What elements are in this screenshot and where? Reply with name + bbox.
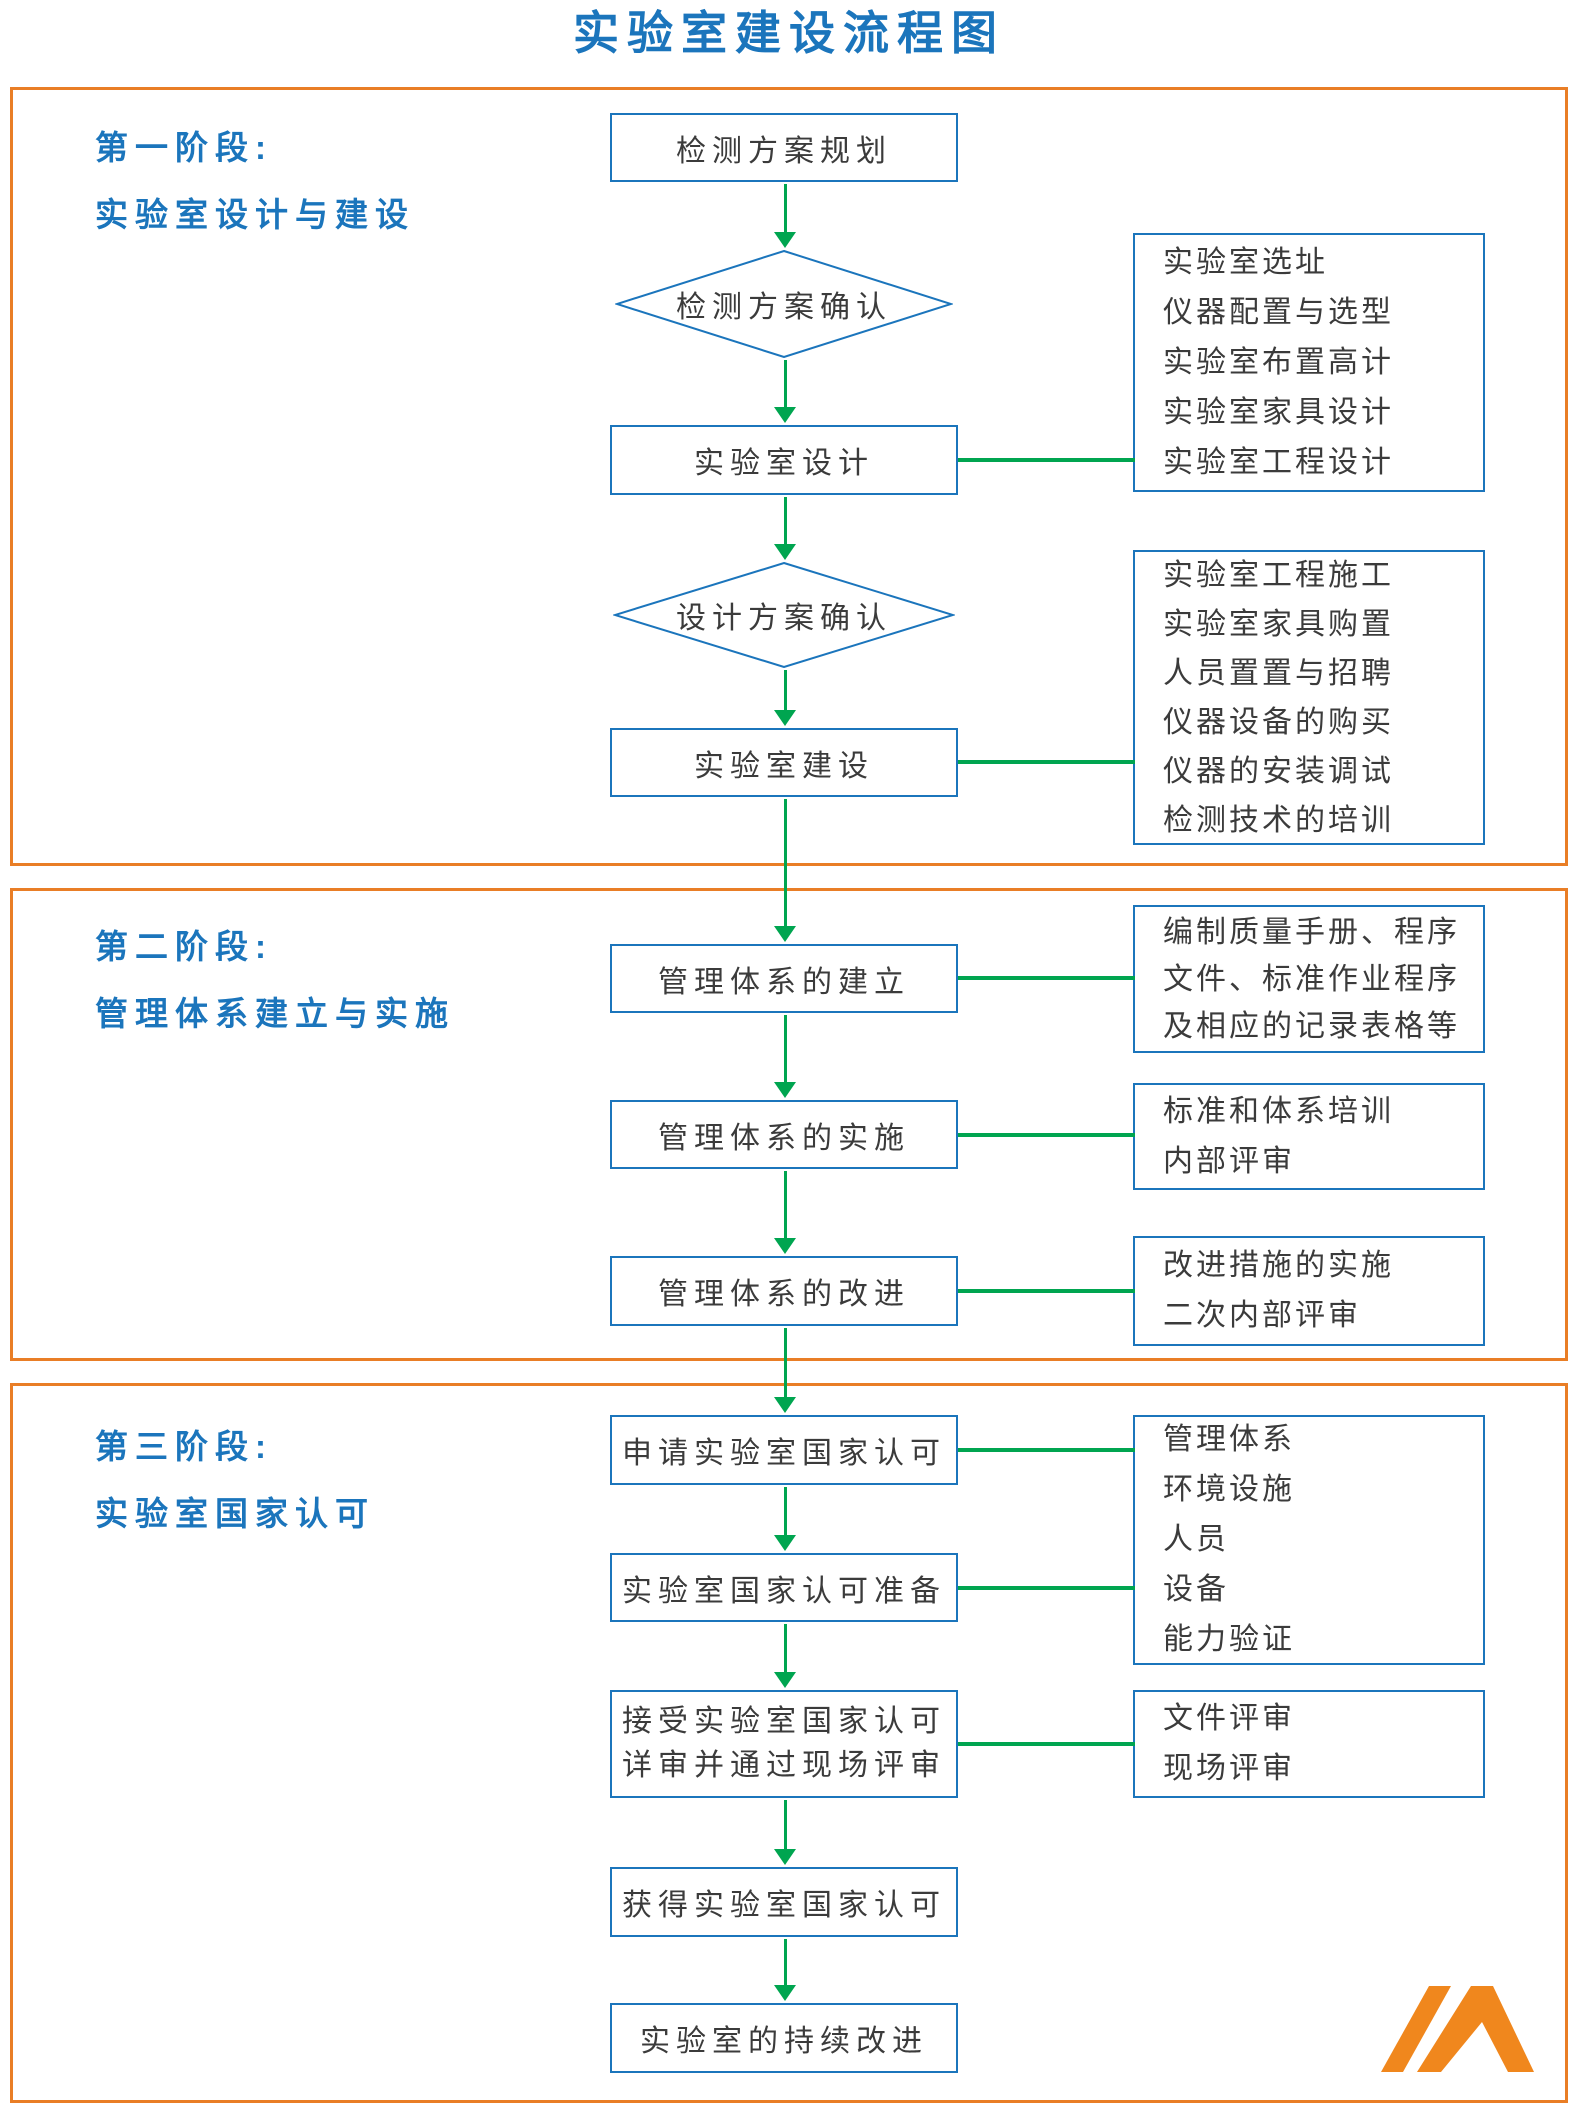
note-line: 仪器配置与选型 bbox=[1163, 295, 1394, 329]
stage1-label-line1: 第一阶段: bbox=[95, 129, 273, 166]
flow-box-system-improve: 管理体系的改进 bbox=[610, 1256, 958, 1326]
note-line: 人员置置与招聘 bbox=[1163, 656, 1394, 690]
orange-m-logo-icon bbox=[1381, 1986, 1534, 2072]
flow-box-system-implement: 管理体系的实施 bbox=[610, 1100, 958, 1169]
note-connector-line bbox=[958, 1133, 1135, 1137]
flow-box-system-establish: 管理体系的建立 bbox=[610, 944, 958, 1013]
stage1-label-line2: 实验室设计与建设 bbox=[95, 196, 415, 233]
decision-label-plan-confirm: 检测方案确认 bbox=[676, 291, 892, 324]
flow-box-plan: 检测方案规划 bbox=[610, 113, 958, 182]
decision-diamond-design-confirm bbox=[613, 562, 955, 668]
stage3-label-line2: 实验室国家认可 bbox=[95, 1495, 375, 1532]
note-line: 检测技术的培训 bbox=[1163, 803, 1394, 837]
note-box-design-items: 实验室选址仪器配置与选型实验室布置高计实验室家具设计实验室工程设计 bbox=[1133, 233, 1485, 492]
flow-arrowhead-icon bbox=[774, 710, 796, 726]
note-line: 人员 bbox=[1163, 1523, 1229, 1556]
flow-arrowhead-icon bbox=[774, 1985, 796, 2001]
flow-box-obtain-accreditation: 获得实验室国家认可 bbox=[610, 1867, 958, 1937]
flow-arrowhead-icon bbox=[774, 1535, 796, 1551]
note-line: 环境设施 bbox=[1163, 1473, 1295, 1506]
decision-diamond-plan-confirm bbox=[615, 250, 953, 358]
flow-arrowhead-icon bbox=[774, 232, 796, 248]
flow-arrowhead-icon bbox=[774, 1849, 796, 1865]
flow-box-lab-design: 实验室设计 bbox=[610, 425, 958, 495]
note-connector-line bbox=[958, 1289, 1135, 1293]
flow-arrow-line bbox=[784, 1939, 787, 1985]
note-box-accreditation-items: 管理体系环境设施人员设备能力验证 bbox=[1133, 1415, 1485, 1665]
flow-box-continuous-improve: 实验室的持续改进 bbox=[610, 2003, 958, 2073]
note-connector-line bbox=[958, 458, 1135, 462]
note-connector-line bbox=[958, 1586, 1135, 1590]
note-line: 设备 bbox=[1163, 1573, 1229, 1606]
stage2-section-border bbox=[10, 888, 1568, 1361]
flow-box-lab-build: 实验室建设 bbox=[610, 728, 958, 797]
note-box-build-items: 实验室工程施工实验室家具购置人员置置与招聘仪器设备的购买仪器的安装调试检测技术的… bbox=[1133, 550, 1485, 845]
note-line: 实验室家具设计 bbox=[1163, 395, 1394, 429]
stage2-label-line2: 管理体系建立与实施 bbox=[95, 995, 455, 1032]
note-line: 改进措施的实施 bbox=[1163, 1249, 1394, 1282]
note-box-establish-items: 编制质量手册、程序文件、标准作业程序及相应的记录表格等 bbox=[1133, 905, 1485, 1053]
note-line: 仪器的安装调试 bbox=[1163, 754, 1394, 788]
note-box-review-items: 文件评审现场评审 bbox=[1133, 1690, 1485, 1798]
flow-arrowhead-icon bbox=[774, 1082, 796, 1098]
flow-arrow-line bbox=[784, 360, 787, 407]
note-box-improve-items: 改进措施的实施二次内部评审 bbox=[1133, 1236, 1485, 1346]
stage2-label-line1: 第二阶段: bbox=[95, 928, 273, 965]
note-line: 二次内部评审 bbox=[1163, 1299, 1361, 1332]
flow-arrow-line bbox=[784, 1328, 787, 1397]
note-connector-line bbox=[958, 1742, 1135, 1746]
note-line: 实验室选址 bbox=[1163, 245, 1328, 279]
flow-arrow-line bbox=[784, 799, 787, 926]
accept-review-line1: 接受实验室国家认可 bbox=[622, 1705, 946, 1738]
note-line: 实验室工程施工 bbox=[1163, 558, 1394, 592]
flow-arrow-line bbox=[784, 184, 787, 232]
flow-arrowhead-icon bbox=[774, 1397, 796, 1413]
note-line: 内部评审 bbox=[1163, 1144, 1295, 1178]
flow-arrowhead-icon bbox=[774, 407, 796, 423]
stage3-label-line1: 第三阶段: bbox=[95, 1428, 273, 1465]
page-title: 实验室建设流程图 bbox=[573, 7, 1005, 59]
flow-box-apply-accreditation: 申请实验室国家认可 bbox=[610, 1415, 958, 1485]
flow-arrow-line bbox=[784, 497, 787, 544]
note-line: 标准和体系培训 bbox=[1163, 1094, 1394, 1128]
flow-arrow-line bbox=[784, 1015, 787, 1082]
note-line: 编制质量手册、程序 bbox=[1163, 915, 1460, 949]
flow-box-accept-review: 接受实验室国家认可 详审并通过现场评审 bbox=[610, 1690, 958, 1798]
note-line: 实验室家具购置 bbox=[1163, 607, 1394, 641]
note-line: 实验室布置高计 bbox=[1163, 345, 1394, 379]
note-box-implement-items: 标准和体系培训内部评审 bbox=[1133, 1083, 1485, 1190]
note-connector-line bbox=[958, 760, 1135, 764]
note-line: 及相应的记录表格等 bbox=[1163, 1009, 1460, 1043]
note-line: 现场评审 bbox=[1163, 1752, 1295, 1785]
note-line: 文件评审 bbox=[1163, 1702, 1295, 1735]
stage1-section-border bbox=[10, 87, 1568, 866]
flow-box-accreditation-prepare: 实验室国家认可准备 bbox=[610, 1553, 958, 1622]
note-connector-line bbox=[958, 1448, 1135, 1452]
flow-arrow-line bbox=[784, 670, 787, 710]
flow-arrow-line bbox=[784, 1487, 787, 1535]
note-line: 仪器设备的购买 bbox=[1163, 705, 1394, 739]
flow-arrowhead-icon bbox=[774, 926, 796, 942]
flow-arrow-line bbox=[784, 1624, 787, 1672]
flow-arrow-line bbox=[784, 1800, 787, 1849]
note-line: 文件、标准作业程序 bbox=[1163, 962, 1460, 996]
flow-arrowhead-icon bbox=[774, 1238, 796, 1254]
stage3-section-border bbox=[10, 1383, 1568, 2103]
flow-arrowhead-icon bbox=[774, 544, 796, 560]
flow-arrow-line bbox=[784, 1171, 787, 1238]
note-connector-line bbox=[958, 976, 1135, 980]
note-line: 管理体系 bbox=[1163, 1423, 1295, 1456]
decision-label-design-confirm: 设计方案确认 bbox=[676, 602, 892, 635]
note-line: 能力验证 bbox=[1163, 1623, 1295, 1656]
accept-review-line2: 详审并通过现场评审 bbox=[622, 1749, 946, 1782]
flow-arrowhead-icon bbox=[774, 1672, 796, 1688]
note-line: 实验室工程设计 bbox=[1163, 445, 1394, 479]
